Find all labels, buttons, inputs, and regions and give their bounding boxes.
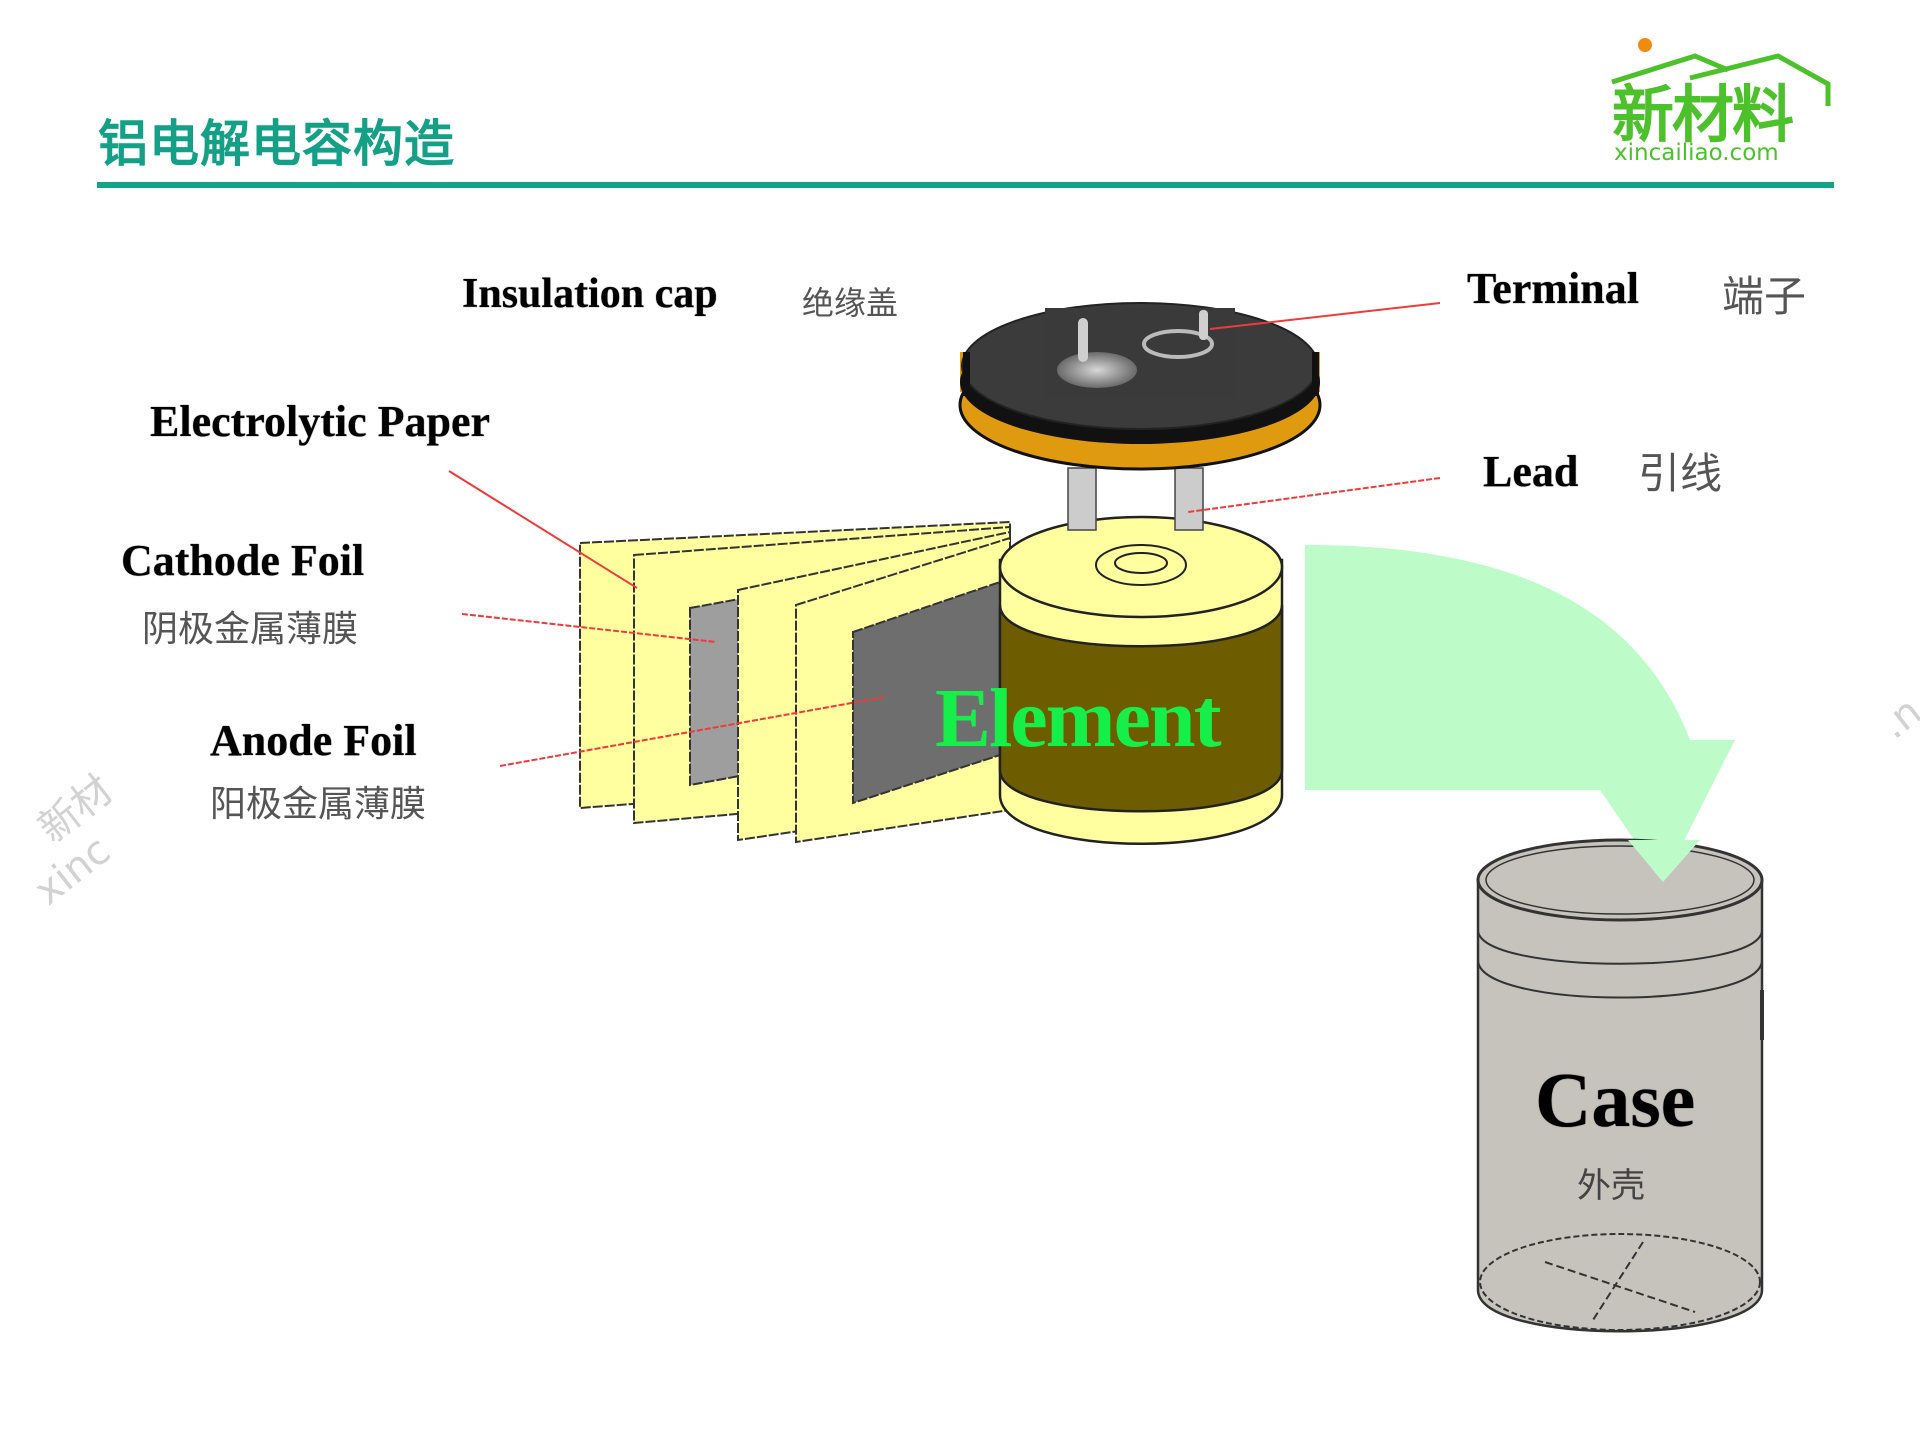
label-terminal: Terminal	[1467, 264, 1639, 313]
leader-terminal	[1209, 302, 1441, 330]
label-anode-foil: Anode Foil	[210, 716, 417, 765]
lead-left	[1067, 467, 1097, 531]
leader-cathode	[461, 613, 717, 643]
logo-roof-right	[1689, 53, 1831, 106]
flow-arrow-tip	[1628, 840, 1700, 882]
label-element: Element	[935, 672, 1222, 765]
logo-domain: xincailiao.com	[1614, 140, 1779, 166]
label-lead: Lead	[1483, 447, 1579, 496]
label-electrolytic-paper: Electrolytic Paper	[150, 397, 491, 446]
label-insulation-cap: Insulation cap	[462, 271, 718, 317]
lead-right	[1174, 467, 1204, 531]
flow-arrow	[1305, 545, 1735, 882]
case-can	[1476, 838, 1764, 1333]
label-anode-foil-cn: 阳极金属薄膜	[210, 784, 427, 825]
terminal-left-icon	[1057, 352, 1137, 388]
label-terminal-cn: 端子	[1722, 272, 1807, 321]
label-case: Case	[1535, 1056, 1696, 1143]
logo-wordmark: 新材料	[1612, 78, 1794, 151]
element-cylinder	[998, 515, 1284, 845]
leader-paper	[448, 470, 638, 589]
label-case-cn: 外壳	[1577, 1166, 1645, 1206]
title-divider	[97, 182, 1834, 188]
logo-house-icon	[1611, 38, 1831, 106]
label-lead-cn: 引线	[1638, 449, 1723, 498]
insulation-cap	[958, 302, 1322, 471]
logo-sun-icon	[1638, 38, 1652, 52]
logo-roof-left	[1611, 53, 1729, 85]
page-title: 铝电解电容构造	[98, 115, 455, 173]
label-cathode-foil-cn: 阴极金属薄膜	[142, 609, 359, 650]
leader-lines	[448, 302, 1441, 767]
electrolytic-paper-stack	[579, 520, 1011, 844]
leader-lead	[1187, 477, 1441, 513]
leader-anode	[499, 696, 886, 767]
terminal-right-icon	[1142, 329, 1214, 359]
cathode-foil-shape	[689, 596, 746, 787]
label-insulation-cap-cn: 绝缘盖	[802, 284, 899, 322]
label-cathode-foil: Cathode Foil	[121, 536, 365, 585]
